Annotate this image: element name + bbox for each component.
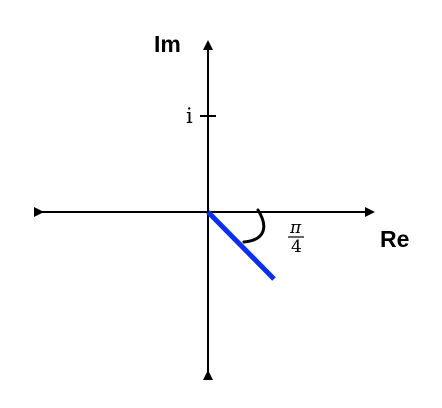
angle-label-denominator: 4 bbox=[291, 237, 302, 257]
real-axis-label: Re bbox=[380, 226, 409, 252]
angle-label-numerator: π bbox=[289, 218, 302, 238]
angle-ray bbox=[206, 210, 276, 281]
imaginary-unit-label: i bbox=[186, 104, 193, 128]
angle-arc bbox=[242, 208, 266, 244]
imaginary-axis-label: Im bbox=[154, 31, 181, 57]
